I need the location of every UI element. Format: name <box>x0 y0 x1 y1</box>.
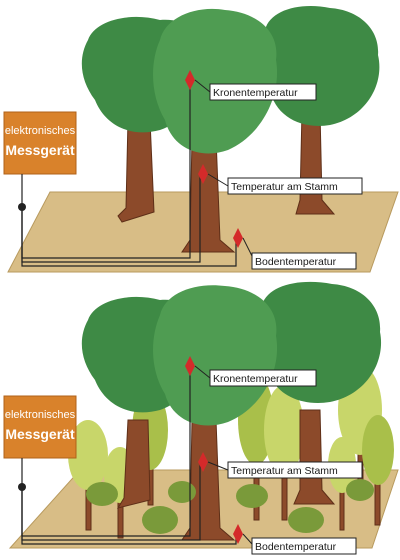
device-text-line1: elektronisches <box>5 125 76 137</box>
tree-trunk-back <box>116 419 151 509</box>
device-text-line2: Messgerät <box>5 142 75 158</box>
label-trunk-temperature: Temperatur am Stamm <box>227 461 363 479</box>
connector-dot <box>18 483 26 491</box>
sensor-marker-crown <box>185 356 195 376</box>
connector-dot <box>18 203 26 211</box>
tree-canopy-right <box>260 6 380 126</box>
sensor-marker-crown <box>185 70 195 90</box>
tree-trunk-right <box>293 409 336 505</box>
panel-open-forest: Kronentemperatur Temperatur am Stamm Bod… <box>3 6 399 273</box>
label-soil-text: Bodentemperatur <box>255 541 337 553</box>
label-trunk-text: Temperatur am Stamm <box>231 181 338 193</box>
sensor-wires <box>21 78 237 267</box>
measuring-device: elektronisches Messgerät <box>3 111 77 211</box>
label-crown-text: Kronentemperatur <box>213 87 298 99</box>
panel-dense-forest: Kronentemperatur Temperatur am Stamm Bod… <box>3 281 399 555</box>
sensor-marker-soil <box>233 228 243 248</box>
label-soil-temperature: Bodentemperatur <box>251 252 357 270</box>
shrubs <box>86 479 374 534</box>
label-leaders <box>194 79 253 257</box>
sensor-marker-trunk <box>198 164 208 184</box>
sensor-marker-soil <box>233 524 243 544</box>
sensor-marker-trunk <box>198 452 208 472</box>
label-soil-text: Bodentemperatur <box>255 256 337 268</box>
label-trunk-text: Temperatur am Stamm <box>231 465 338 477</box>
device-text-line2: Messgerät <box>5 426 75 442</box>
label-soil-temperature: Bodentemperatur <box>251 537 357 555</box>
device-text-line1: elektronisches <box>5 409 76 421</box>
tree-canopy-front <box>153 285 278 426</box>
label-leaders <box>194 365 253 545</box>
tree-canopy-front <box>153 8 278 154</box>
label-crown-temperature: Kronentemperatur <box>209 369 317 387</box>
measuring-device: elektronisches Messgerät <box>3 395 77 491</box>
label-crown-text: Kronentemperatur <box>213 373 298 385</box>
label-trunk-temperature: Temperatur am Stamm <box>227 177 363 195</box>
label-crown-temperature: Kronentemperatur <box>209 83 317 101</box>
